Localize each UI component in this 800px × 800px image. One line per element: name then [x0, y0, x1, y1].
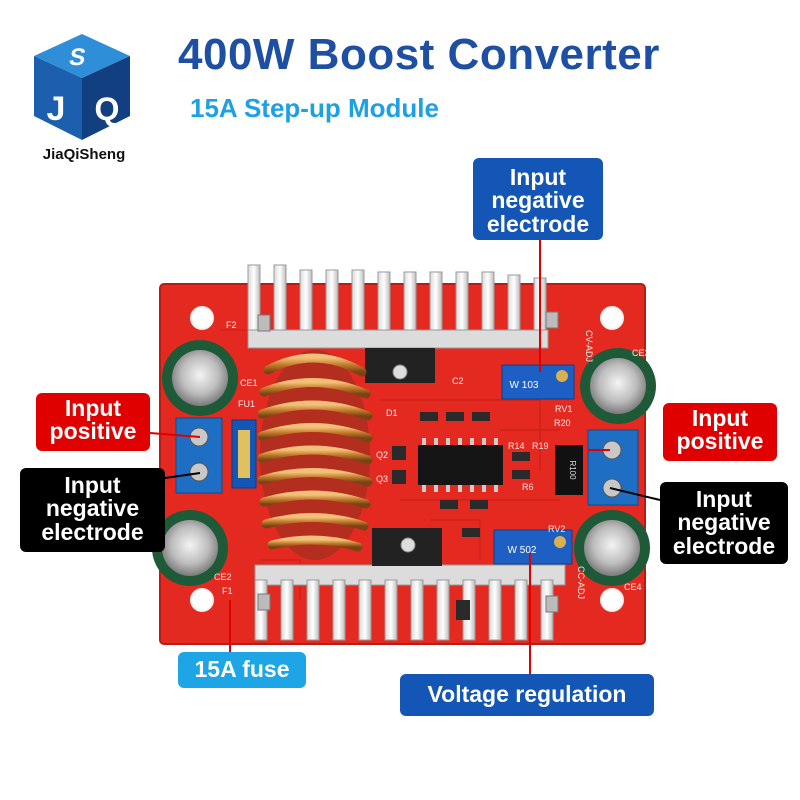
potentiometer-cc: W 502 — [493, 529, 573, 565]
top-heatsink — [247, 264, 549, 383]
label-voltage-regulation: Voltage regulation — [400, 674, 654, 716]
svg-text:Q2: Q2 — [376, 450, 388, 460]
label-fuse: 15A fuse — [178, 652, 306, 688]
brand-name: JiaQiSheng — [42, 146, 126, 163]
svg-text:Q: Q — [95, 91, 120, 127]
mounting-holes — [190, 306, 624, 612]
svg-text:R6: R6 — [522, 482, 534, 492]
terminal-blocks — [175, 417, 639, 506]
toroid-inductor — [257, 350, 373, 560]
svg-text:RV2: RV2 — [548, 524, 565, 534]
smd-components — [392, 412, 530, 620]
svg-text:D1: D1 — [386, 408, 398, 418]
capacitors — [152, 340, 656, 586]
svg-text:C2: C2 — [452, 376, 464, 386]
svg-text:R19: R19 — [532, 441, 549, 451]
svg-text:W 502: W 502 — [508, 545, 537, 556]
label-right-input-negative: Input negative electrode — [660, 482, 788, 564]
page-subtitle: 15A Step-up Module — [190, 93, 439, 123]
label-right-input-positive: Input positive — [663, 403, 777, 461]
fuse — [231, 419, 257, 489]
svg-text:FU1: FU1 — [238, 399, 255, 409]
svg-text:R100: R100 — [568, 460, 577, 480]
jqs-cube-logo-icon: S J Q — [34, 34, 130, 140]
label-top-input-negative: Input negative electrode — [473, 158, 603, 240]
svg-text:R14: R14 — [508, 441, 525, 451]
control-ic — [418, 438, 503, 492]
svg-text:F2: F2 — [226, 320, 237, 330]
svg-text:CC-ADJ: CC-ADJ — [576, 566, 586, 599]
svg-text:R20: R20 — [554, 418, 571, 428]
svg-text:CE2: CE2 — [214, 572, 232, 582]
svg-text:RV1: RV1 — [555, 404, 572, 414]
svg-text:CE3: CE3 — [632, 348, 650, 358]
label-left-input-positive: Input positive — [36, 393, 150, 451]
svg-text:Q3: Q3 — [376, 474, 388, 484]
svg-text:J: J — [47, 90, 66, 128]
svg-text:CE1: CE1 — [240, 378, 258, 388]
svg-text:CE4: CE4 — [624, 582, 642, 592]
svg-text:W 103: W 103 — [510, 380, 539, 391]
potentiometer-cv: W 103 — [501, 364, 575, 400]
svg-text:CV-ADJ: CV-ADJ — [584, 330, 594, 362]
svg-text:S: S — [67, 44, 88, 71]
page-title: 400W Boost Converter — [178, 30, 660, 79]
label-left-input-negative: Input negative electrode — [20, 468, 165, 552]
svg-text:F1: F1 — [222, 586, 233, 596]
